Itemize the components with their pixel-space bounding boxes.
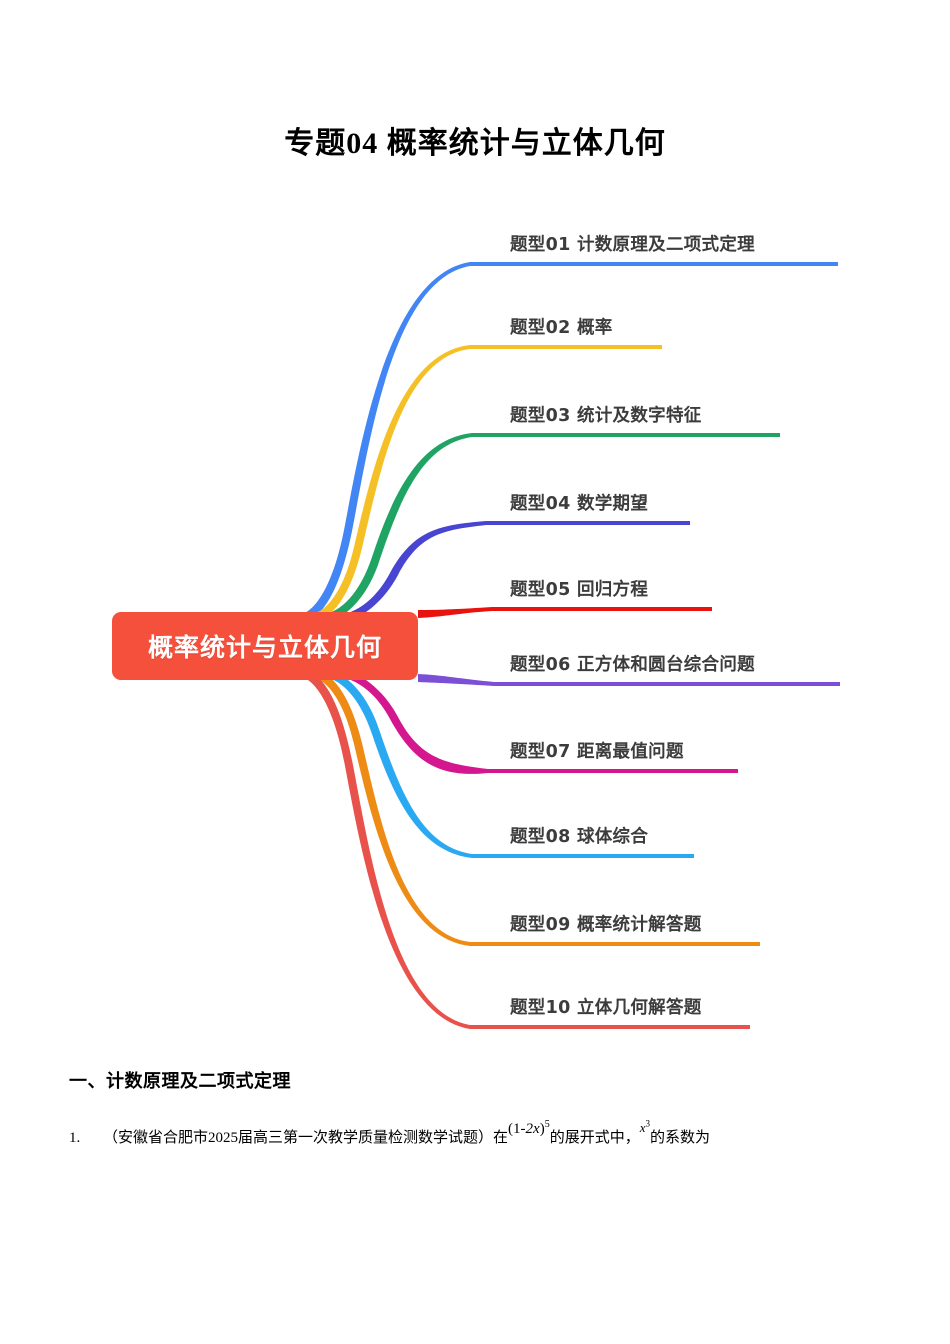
mindmap-branch-label-10[interactable]: 题型10 立体几何解答题: [510, 998, 702, 1018]
mindmap-branch-label-2[interactable]: 题型02 概率: [510, 318, 613, 338]
math-base-close: ): [539, 1121, 545, 1137]
mindmap-branch-label-7[interactable]: 题型07 距离最值问题: [510, 742, 684, 762]
problem-middle-text: 的展开式中，: [549, 1130, 640, 1146]
mindmap-center-node[interactable]: 概率统计与立体几何: [112, 612, 418, 680]
mindmap-center-label: 概率统计与立体几何: [147, 633, 382, 662]
mindmap-branch-label-6[interactable]: 题型06 正方体和圆台综合问题: [510, 655, 755, 675]
mindmap-branch-label-5[interactable]: 题型05 回归方程: [510, 580, 649, 600]
branch-curve-2: [310, 345, 662, 622]
math-exponent: 5: [544, 1119, 550, 1130]
problem-statement: 1. （安徽省合肥市2025届高三第一次教学质量检测数学试题）在(1-2x)5的展…: [69, 1119, 899, 1149]
branch-curve-6: [418, 674, 840, 686]
mindmap-diagram: 概率统计与立体几何 题型01 计数原理及二项式定理 题型02 概率 题型03 统…: [0, 195, 950, 1055]
math-term-x: x3: [639, 1118, 651, 1135]
mindmap-branch-label-9[interactable]: 题型09 概率统计解答题: [510, 915, 702, 935]
section-heading: 一、计数原理及二项式定理: [69, 1071, 291, 1091]
mindmap-branch-label-1[interactable]: 题型01 计数原理及二项式定理: [510, 235, 755, 255]
mindmap-branch-label-3[interactable]: 题型03 统计及数字特征: [510, 406, 702, 426]
branch-curves: [300, 262, 840, 1029]
problem-number: 1.: [69, 1130, 81, 1146]
mindmap-connectors: [300, 262, 840, 1029]
problem-source-open: （安徽省合肥市: [103, 1130, 209, 1146]
problem-source-year: 2025: [208, 1130, 239, 1146]
problem-tail-text: 的系数为: [650, 1130, 711, 1146]
math-term-exponent: 3: [645, 1118, 651, 1129]
math-variable: 2x: [525, 1121, 540, 1137]
problem-lead-text: 在: [493, 1130, 509, 1146]
page-title: 专题04 概率统计与立体几何: [284, 127, 666, 160]
problem-source-close: 届高三第一次教学质量检测数学试题）: [238, 1130, 494, 1146]
mindmap-branch-label-4[interactable]: 题型04 数学期望: [510, 494, 649, 514]
math-term-variable: x: [639, 1120, 646, 1135]
branch-curve-5: [418, 607, 712, 618]
math-expression-binomial: (1-2x)5: [508, 1120, 550, 1149]
branch-curve-10: [300, 669, 750, 1029]
mindmap-branch-label-8[interactable]: 题型08 球体综合: [510, 827, 649, 847]
math-base-open: (1-: [508, 1121, 526, 1137]
